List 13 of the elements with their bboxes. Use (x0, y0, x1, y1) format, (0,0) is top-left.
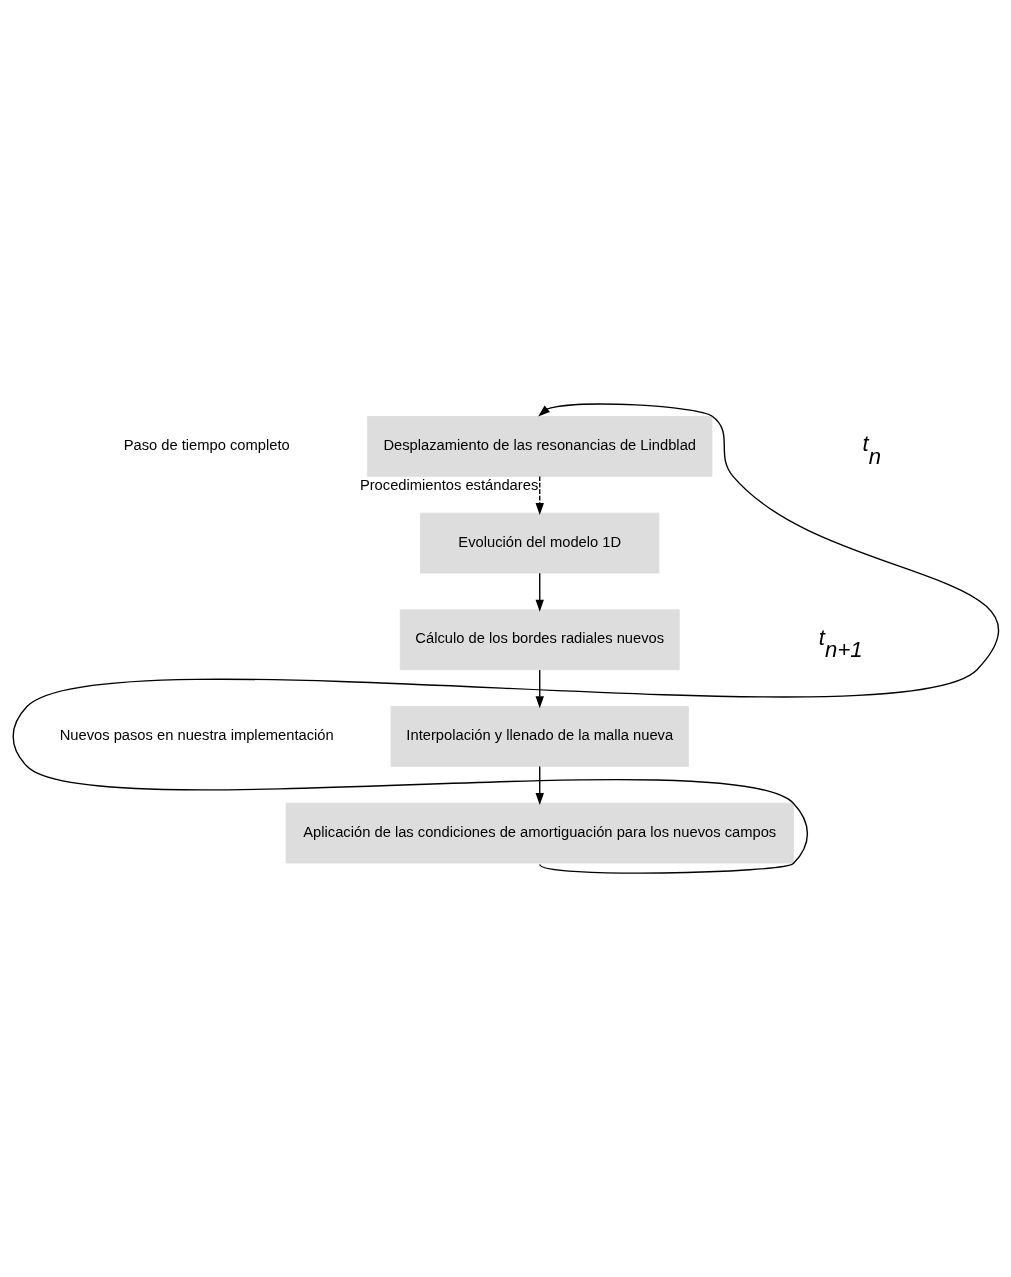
label: Nuevos pasos en nuestra implementación (59, 726, 334, 743)
node-box: Aplicación de las condiciones de amortiguación para los nuevos campos (285, 802, 794, 864)
label: Paso de tiempo completo (123, 436, 290, 453)
arrow (535, 669, 544, 709)
arrow (535, 765, 544, 805)
arrow (12, 403, 999, 874)
edge-label: Procedimientos estándares (359, 476, 538, 493)
node-box: Interpolación y llenado de la malla nueva (390, 706, 689, 767)
node-box: Desplazamiento de las resonancias de Lindblad (366, 416, 712, 477)
node-box: Evolución del modelo 1D (419, 512, 659, 574)
arrow (535, 572, 544, 612)
arrow (535, 475, 544, 515)
node-box: Cálculo de los bordes radiales nuevos (399, 609, 680, 671)
